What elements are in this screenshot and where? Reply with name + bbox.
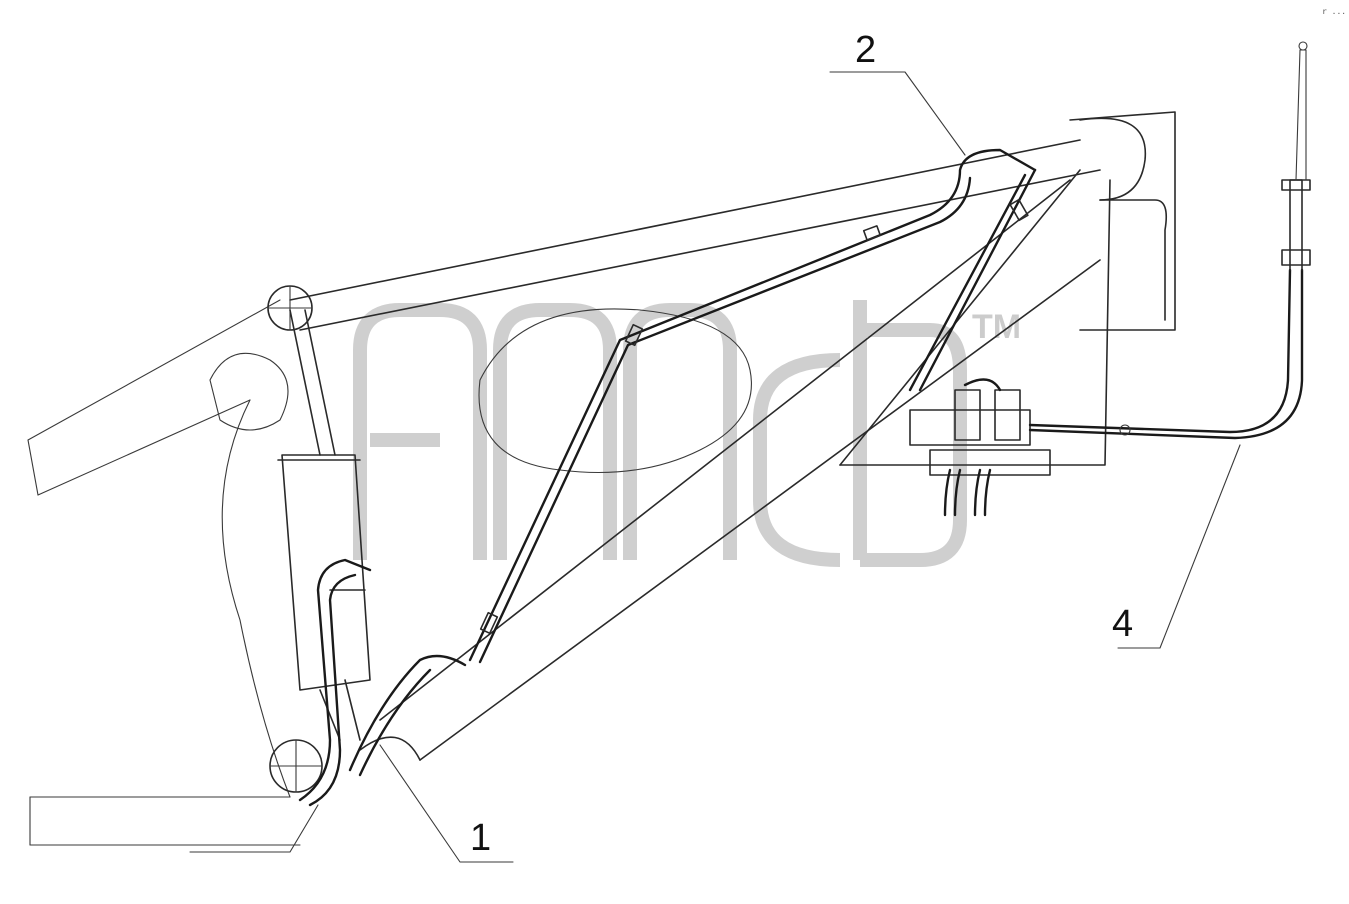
leader-lines (189, 71, 1241, 863)
hose-1 (298, 558, 467, 807)
boom-arm (289, 111, 1176, 761)
valve-block (909, 378, 1051, 517)
callout-2: 2 (855, 29, 876, 71)
watermark-tm: TM (972, 308, 1021, 346)
pivot-lower (269, 739, 323, 793)
hose-2 (468, 148, 1037, 664)
chassis-outline (27, 299, 301, 846)
boom-opening (478, 308, 752, 474)
watermark-logo: TM (353, 300, 1021, 567)
pivot-upper (267, 285, 313, 331)
control-cable-4 (1028, 41, 1311, 440)
lift-cylinder (277, 309, 371, 741)
corner-mark: r ... (1322, 7, 1346, 16)
callout-1: 1 (470, 817, 491, 859)
callout-4: 4 (1112, 603, 1133, 645)
